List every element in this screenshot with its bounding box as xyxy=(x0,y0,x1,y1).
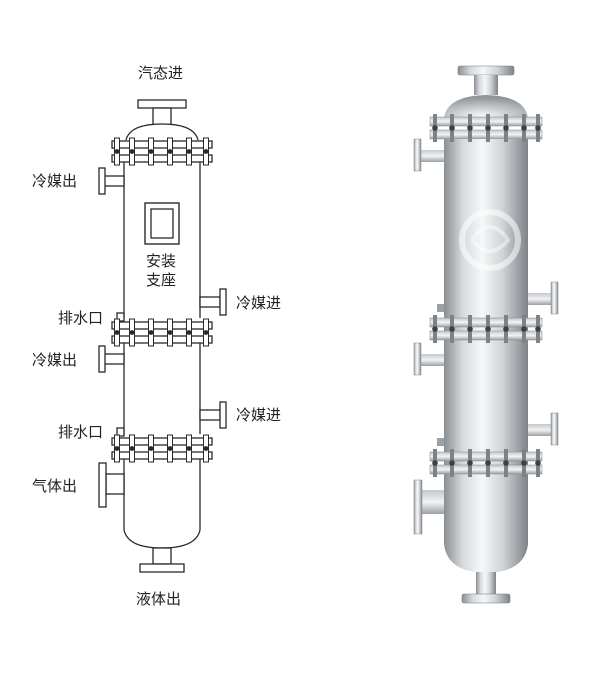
render-top-nozzle-flange xyxy=(457,65,515,76)
render-bolt-nut xyxy=(535,326,541,332)
bolt-nut xyxy=(129,330,135,335)
gas-out-flange xyxy=(98,462,107,508)
coolant-in-mid-pipe xyxy=(199,296,221,308)
bolt-nut xyxy=(186,330,192,335)
label-coolant-out-top: 冷媒出 xyxy=(32,172,78,190)
render-top-cap xyxy=(444,95,528,118)
schematic-bolts xyxy=(114,137,209,463)
coolant-out-top-flange xyxy=(98,167,106,195)
top-flange xyxy=(111,140,213,149)
render-bolt-nut xyxy=(432,460,438,466)
label-coolant-in-low: 冷媒进 xyxy=(236,406,282,424)
watermark-emblem xyxy=(459,209,521,271)
bolt-nut xyxy=(148,330,154,335)
label-coolant-in-mid: 冷媒进 xyxy=(236,294,282,312)
render-bolt-nut xyxy=(521,326,527,332)
label-steam-in: 汽态进 xyxy=(138,64,184,82)
top-flange-lower xyxy=(111,154,213,163)
render-bolt-nut xyxy=(485,326,491,332)
render-bolt-nut xyxy=(449,460,455,466)
drain-lower-stub xyxy=(116,427,125,437)
coolant-in-mid-flange xyxy=(219,288,227,316)
gas-out-pipe xyxy=(105,473,125,495)
render-bolt-nut xyxy=(503,326,509,332)
bolt-nut xyxy=(186,446,192,451)
render-left-flange-mid xyxy=(413,342,422,376)
render-bottom-nozzle-neck xyxy=(476,572,496,594)
bolt-nut xyxy=(129,149,135,154)
render-bolt-nut xyxy=(535,460,541,466)
bolt-nut xyxy=(148,149,154,154)
label-drain-upper: 排水口 xyxy=(58,309,104,327)
render-gas-pipe xyxy=(420,490,444,514)
render-bolt-nut xyxy=(449,326,455,332)
bolt-nut xyxy=(203,446,209,451)
render-bolt-nut xyxy=(503,460,509,466)
render-left-pipe-mid xyxy=(420,354,444,366)
label-coolant-out-mid: 冷媒出 xyxy=(32,351,78,369)
render-top-nozzle-neck xyxy=(474,75,498,95)
bolt-nut xyxy=(114,149,120,154)
bottom-nozzle-neck xyxy=(152,547,172,565)
render-bolt-nut xyxy=(503,125,509,131)
render-bolt-nut xyxy=(485,125,491,131)
bottom-nozzle-flange xyxy=(139,563,185,573)
render-bolt-nut xyxy=(467,460,473,466)
render-bottom-cap xyxy=(444,544,528,573)
render-bolt-nut xyxy=(535,125,541,131)
top-cap xyxy=(125,123,199,141)
drain-upper-stub xyxy=(116,312,125,322)
lower-flange-lower xyxy=(111,451,213,460)
bolt-nut xyxy=(167,149,173,154)
coolant-out-mid-pipe xyxy=(103,353,125,365)
render-bolt-nut xyxy=(521,460,527,466)
label-mount-line2: 支座 xyxy=(146,271,177,289)
render-bottom-nozzle-flange xyxy=(461,593,511,604)
render-left-pipe-top xyxy=(420,150,444,162)
render-bolt-nut xyxy=(467,125,473,131)
bolt-nut xyxy=(148,446,154,451)
label-mount-line1: 安装 xyxy=(146,252,177,270)
top-nozzle-flange xyxy=(137,99,187,109)
schematic xyxy=(98,99,227,573)
label-liquid-out: 液体出 xyxy=(136,590,182,608)
middle-flange-upper xyxy=(111,321,213,330)
render-bolt-nut xyxy=(432,326,438,332)
coolant-in-low-flange xyxy=(219,401,227,429)
render-gas-flange xyxy=(413,479,423,535)
render-right-pipe-upper xyxy=(528,293,552,305)
bolt-nut xyxy=(129,446,135,451)
bolt-nut xyxy=(167,330,173,335)
coolant-out-mid-flange xyxy=(98,345,106,373)
bottom-cap xyxy=(123,529,201,549)
render-bolts xyxy=(432,114,541,477)
mount-plate-inner xyxy=(150,208,174,239)
bolt-nut xyxy=(203,330,209,335)
render-drain-upper xyxy=(437,304,444,312)
bolt-nut xyxy=(167,446,173,451)
coolant-in-low-pipe xyxy=(199,409,221,421)
render-bolt-nut xyxy=(467,326,473,332)
label-gas-out: 气体出 xyxy=(32,477,78,495)
render-right-flange-lower xyxy=(550,412,559,446)
lower-flange-upper xyxy=(111,437,213,446)
render-right-pipe-lower xyxy=(528,424,552,436)
bolt-nut xyxy=(186,149,192,154)
render-bolt-nut xyxy=(485,460,491,466)
middle-flange-lower xyxy=(111,335,213,344)
render-left-flange-top xyxy=(413,138,422,172)
bolt-nut xyxy=(114,330,120,335)
render-bolt-nut xyxy=(449,125,455,131)
render-bolt-nut xyxy=(521,125,527,131)
label-drain-lower: 排水口 xyxy=(58,423,104,441)
render-drain-lower xyxy=(437,438,444,446)
render-right-flange-upper xyxy=(550,281,559,315)
bolt-nut xyxy=(203,149,209,154)
render-bolt-nut xyxy=(432,125,438,131)
coolant-out-top-pipe xyxy=(103,175,125,187)
bolt-nut xyxy=(114,446,120,451)
